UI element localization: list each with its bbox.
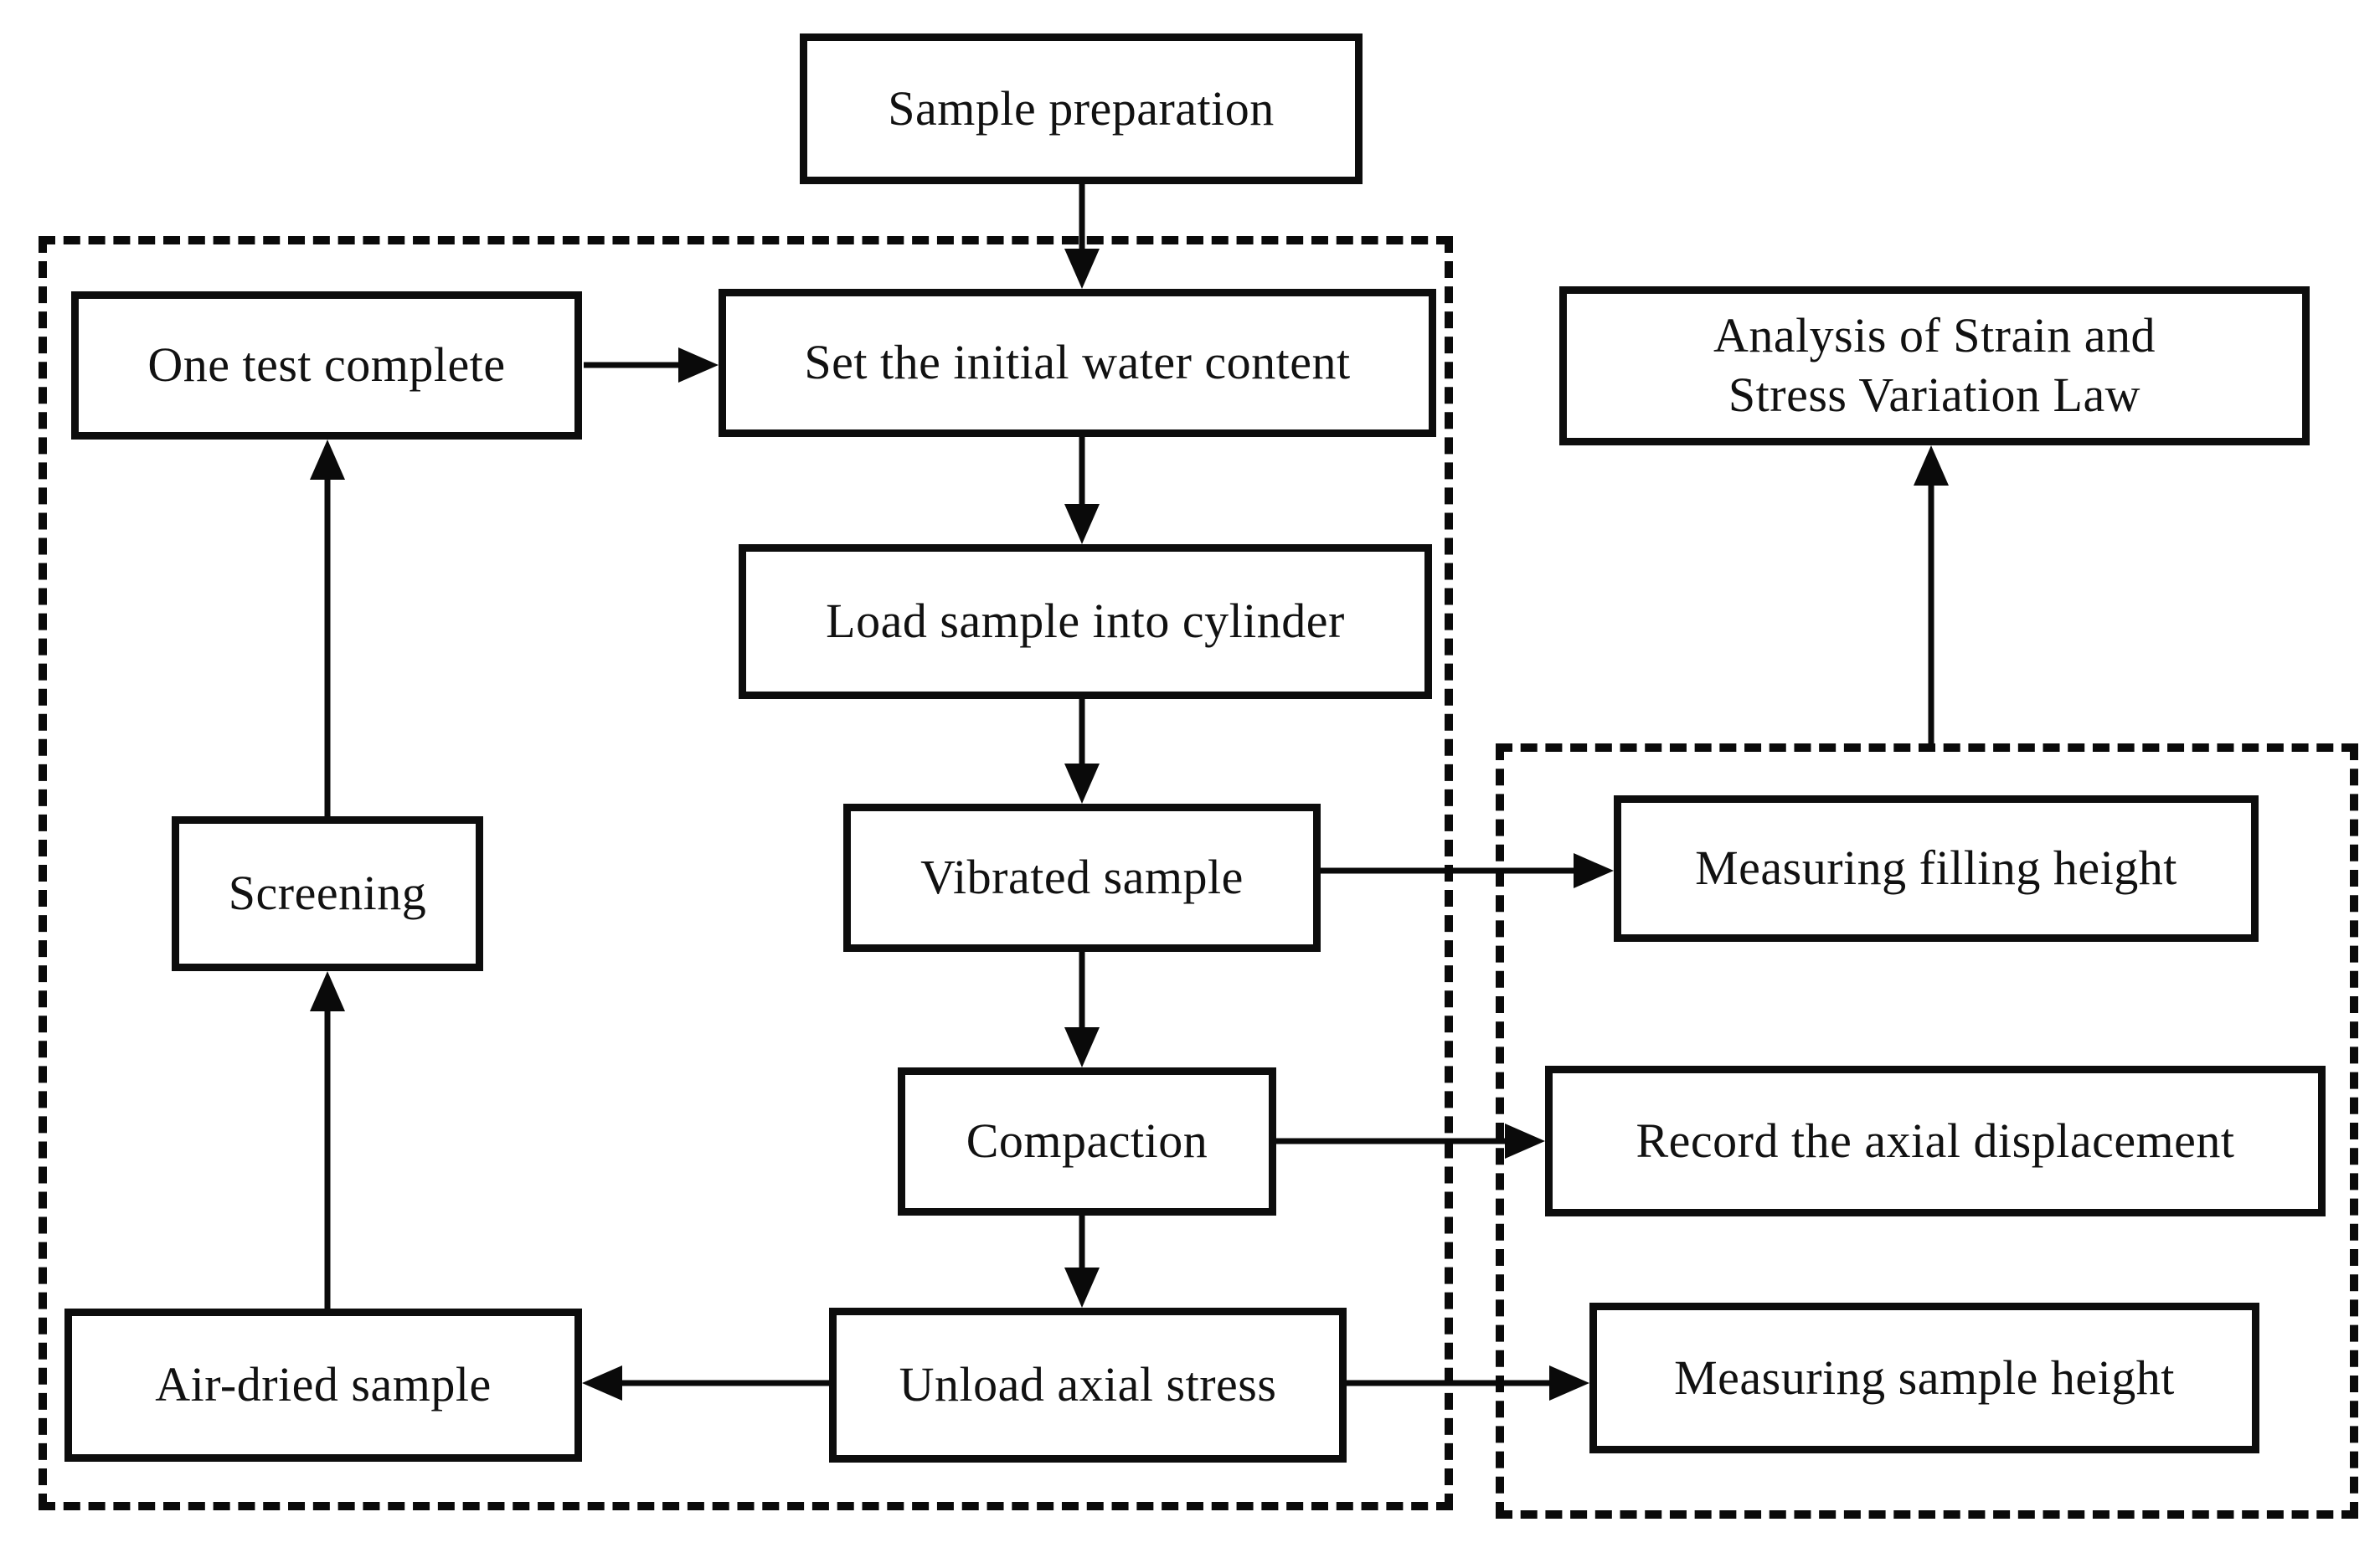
arrow-set-initial-water-content-to-load-sample bbox=[1064, 437, 1100, 544]
arrow-air-dried-sample-to-screening bbox=[310, 971, 345, 1309]
node-analysis-strain-stress: Analysis of Strain and Stress Variation … bbox=[1559, 286, 2310, 445]
node-set-initial-water-content: Set the initial water content bbox=[719, 289, 1436, 437]
node-sample-preparation: Sample preparation bbox=[800, 33, 1363, 184]
node-air-dried-sample: Air-dried sample bbox=[64, 1309, 582, 1462]
arrow-vibrated-sample-to-measuring-filling-height bbox=[1321, 853, 1614, 888]
arrow-measurement-group-to-analysis bbox=[1914, 445, 1949, 743]
node-screening: Screening bbox=[172, 816, 483, 971]
arrow-compaction-to-unload-axial-stress bbox=[1064, 1216, 1100, 1308]
node-unload-axial-stress: Unload axial stress bbox=[829, 1308, 1347, 1463]
node-record-axial-displacement: Record the axial displacement bbox=[1545, 1066, 2326, 1216]
node-load-sample-into-cylinder: Load sample into cylinder bbox=[739, 544, 1432, 699]
node-measuring-filling-height: Measuring filling height bbox=[1614, 795, 2259, 942]
node-vibrated-sample: Vibrated sample bbox=[843, 804, 1321, 952]
arrow-load-sample-to-vibrated-sample bbox=[1064, 699, 1100, 804]
node-compaction: Compaction bbox=[898, 1067, 1276, 1216]
arrow-unload-axial-stress-to-measuring-sample-height bbox=[1347, 1365, 1589, 1401]
dashed-group-measurement bbox=[1496, 743, 2358, 1519]
arrow-vibrated-sample-to-compaction bbox=[1064, 952, 1100, 1067]
arrow-screening-to-one-test-complete bbox=[310, 440, 345, 816]
node-measuring-sample-height: Measuring sample height bbox=[1589, 1303, 2259, 1453]
arrow-one-test-complete-to-set-initial-water-content bbox=[584, 347, 719, 383]
arrow-unload-axial-stress-to-air-dried-sample bbox=[582, 1365, 829, 1401]
arrow-sample-preparation-to-set-initial-water-content bbox=[1064, 184, 1100, 289]
arrow-compaction-to-record-axial-displacement bbox=[1276, 1124, 1545, 1159]
node-one-test-complete: One test complete bbox=[71, 291, 582, 440]
